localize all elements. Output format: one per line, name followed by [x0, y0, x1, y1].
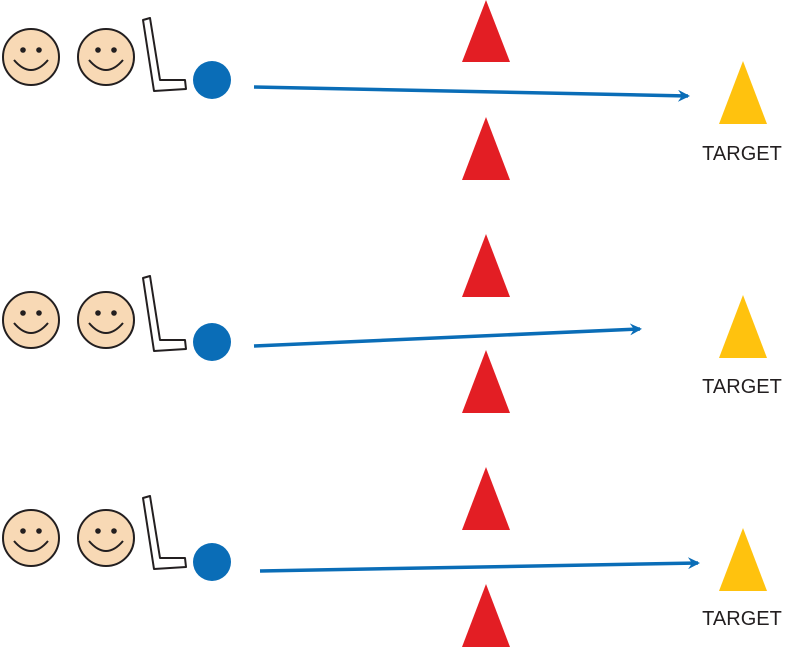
- puck-icon: [193, 61, 231, 99]
- player-1-smiley-face-icon: [2, 28, 60, 86]
- hockey-stick-icon: [142, 495, 187, 570]
- player-1-smiley-face-icon: [2, 509, 60, 567]
- puck-icon: [193, 323, 231, 361]
- pass-arrow: [259, 557, 700, 573]
- cone-icon: [462, 467, 510, 530]
- player-2-smiley-face-icon: [77, 509, 135, 567]
- cone-icon: [462, 350, 510, 413]
- hockey-stick-icon: [142, 275, 187, 352]
- target-cone-icon: [719, 61, 767, 124]
- target-cone-icon: [719, 295, 767, 358]
- puck-icon: [193, 543, 231, 581]
- player-2-smiley-face-icon: [77, 291, 135, 349]
- drill-row-1: TARGET: [2, 0, 782, 180]
- cone-icon: [462, 0, 510, 62]
- cone-icon: [462, 234, 510, 297]
- drill-row-3: TARGET: [2, 467, 782, 647]
- target-cone-icon: [719, 528, 767, 591]
- cone-icon: [462, 584, 510, 647]
- pass-arrow: [253, 85, 690, 102]
- target-label: TARGET: [702, 376, 782, 398]
- cone-icon: [462, 117, 510, 180]
- drill-row-2: TARGET: [2, 234, 782, 413]
- target-label: TARGET: [702, 143, 782, 165]
- target-label: TARGET: [702, 608, 782, 630]
- player-1-smiley-face-icon: [2, 291, 60, 349]
- pass-arrow: [253, 323, 642, 348]
- player-2-smiley-face-icon: [77, 28, 135, 86]
- hockey-stick-icon: [142, 17, 187, 92]
